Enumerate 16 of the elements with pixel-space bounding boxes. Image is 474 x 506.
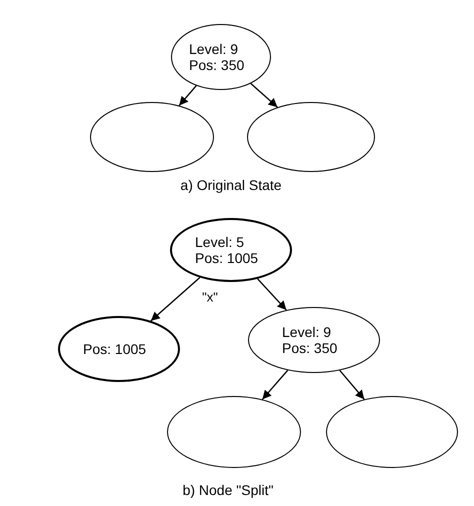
node-text: Level: 9 <box>189 41 240 57</box>
arrow <box>339 370 365 400</box>
figure-caption: b) Node "Split" <box>182 482 274 498</box>
node-text: Pos: 1005 <box>195 250 260 266</box>
node-text: Level: 5 <box>195 234 246 250</box>
node-text: Pos: 350 <box>282 340 338 356</box>
arrow <box>178 85 197 106</box>
arrow <box>150 277 200 322</box>
node-text: Level: 9 <box>282 324 332 340</box>
arrow <box>250 83 278 108</box>
arrow <box>262 370 288 400</box>
edge-label: "x" <box>200 290 220 304</box>
node-text: Pos: 350 <box>189 57 246 73</box>
node-text: Pos: 1005 <box>83 341 148 357</box>
arrow <box>257 278 287 310</box>
figure-caption: a) Original State <box>180 177 282 193</box>
